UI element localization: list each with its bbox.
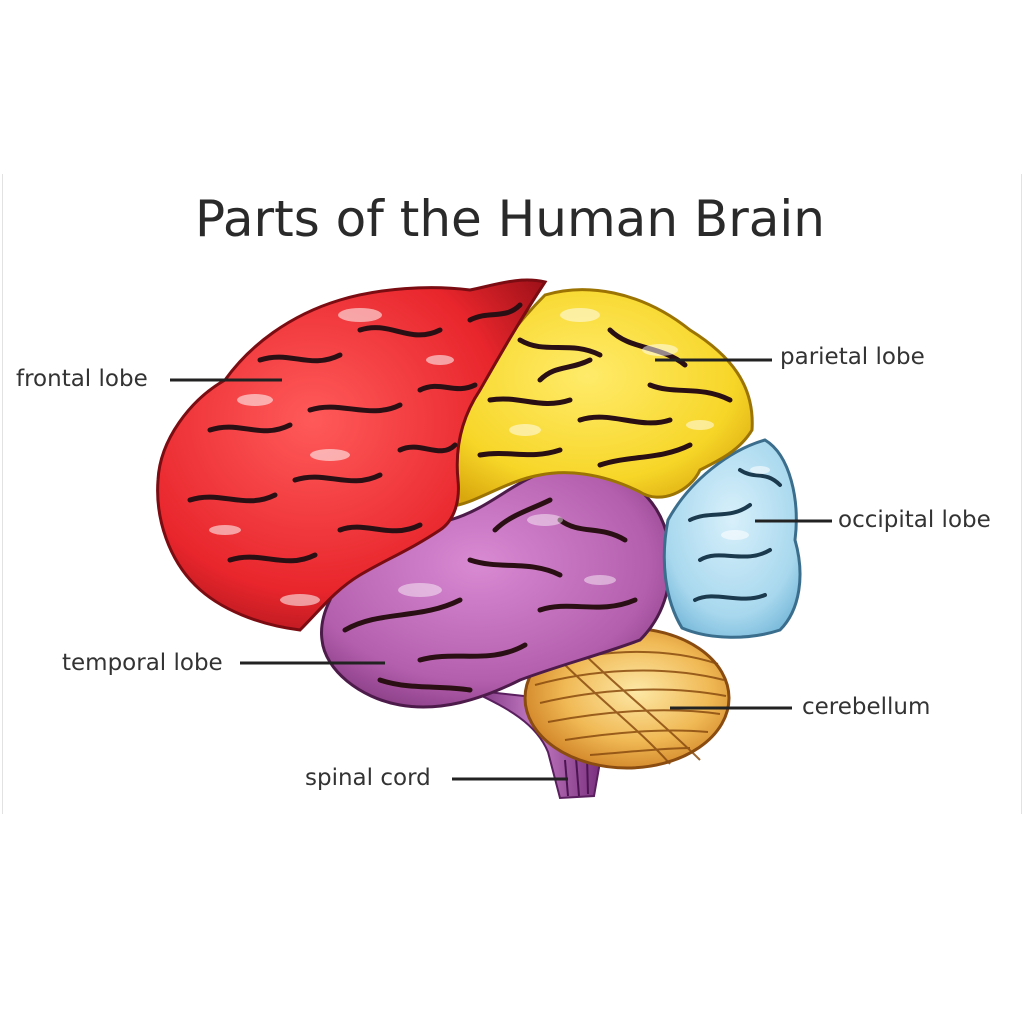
cerebellum-label: cerebellum [802,694,931,720]
frontal-lobe-region [156,278,548,632]
temporal-lobe-label: temporal lobe [62,650,223,676]
occipital-lobe-label: occipital lobe [838,507,991,533]
diagram-title: Parts of the Human Brain [195,190,825,248]
diagram-panel [2,174,1022,814]
cerebellum-region [523,626,731,770]
frontal-lobe-label: frontal lobe [16,366,148,392]
parietal-lobe-label: parietal lobe [780,344,925,370]
spinal-cord-label: spinal cord [305,765,431,791]
leader-lines [170,358,832,781]
occipital-lobe-region [662,438,802,639]
temporal-lobe-region [320,466,672,709]
parietal-lobe-region [450,288,754,507]
